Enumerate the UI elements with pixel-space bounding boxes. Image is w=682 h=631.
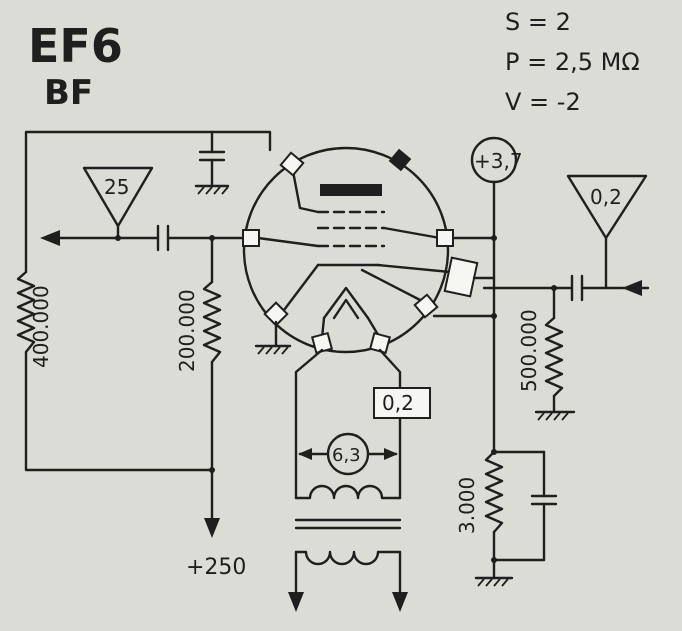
supply-label: +250 <box>186 555 246 580</box>
input-line <box>482 274 650 302</box>
output-gain-marker: 25 <box>82 166 154 241</box>
resistor-500k-label: 500.000 <box>517 309 541 392</box>
tube-title: EF6 <box>28 19 123 73</box>
heater-voltage-label: 6,3 <box>332 445 361 466</box>
param-p: P = 2,5 MΩ <box>505 48 640 76</box>
screen-voltage-label: +3,7 <box>474 149 523 173</box>
input-level-marker: 0,2 <box>566 174 648 290</box>
output-gain-label: 25 <box>104 175 129 199</box>
resistor-3k-label: 3.000 <box>455 477 479 534</box>
tube-pins <box>242 148 479 355</box>
stage-label: BF <box>44 73 93 113</box>
resistor-400k-label: 400.000 <box>29 285 53 368</box>
resistor-200k-label: 200.000 <box>175 289 199 372</box>
screen-voltage-marker: +3,7 <box>432 136 523 454</box>
heater-transformer: 0,2 6,3 <box>288 348 431 612</box>
input-level-label: 0,2 <box>590 185 622 209</box>
resistor-500k: 500.000 <box>517 286 576 421</box>
shield-ground <box>254 320 292 355</box>
heater-current-label: 0,2 <box>382 391 414 415</box>
tube-electrodes <box>256 164 452 340</box>
param-s: S = 2 <box>505 8 571 36</box>
output-line <box>40 224 250 252</box>
decoupling-capacitor <box>194 130 230 195</box>
param-v: V = -2 <box>505 88 581 116</box>
resistor-200k: 200.000 +250 <box>175 236 246 580</box>
cathode-network: 3.000 <box>455 449 558 587</box>
resistor-400k: 400.000 <box>16 270 53 368</box>
feedback-path <box>24 130 272 472</box>
tube-envelope <box>242 146 450 354</box>
